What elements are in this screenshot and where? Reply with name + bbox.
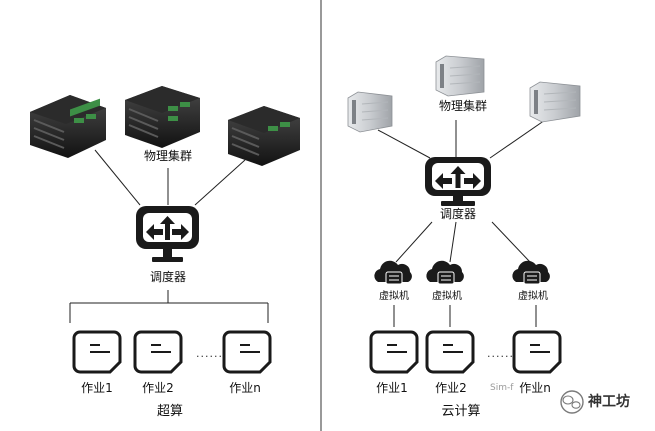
- right-rack-server-2: [435, 55, 485, 97]
- right-job-label-2: 作业2: [435, 381, 467, 395]
- left-job-label-1: 作业1: [81, 381, 113, 395]
- right-vm-links: [395, 221, 531, 263]
- vm-label-1: 虚拟机: [379, 291, 409, 302]
- right-job-icon-1: [369, 330, 419, 374]
- left-job-icon-2: [133, 330, 183, 374]
- right-job-icon-2: [425, 330, 475, 374]
- left-job-bracket: [69, 290, 269, 323]
- left-rack-server-1: [30, 95, 106, 158]
- right-rack-server-1: [347, 91, 393, 133]
- right-job-label-1: 作业1: [376, 381, 408, 395]
- left-job-icon-1: [72, 330, 122, 374]
- left-scheduler-icon: [136, 206, 199, 262]
- vm-cloud-icon-3: [512, 260, 550, 285]
- vm-label-2: 虚拟机: [432, 291, 462, 302]
- brand-name: 神工坊: [588, 394, 630, 410]
- left-caption: 超算: [156, 404, 184, 419]
- right-scheduler-icon: [425, 157, 491, 206]
- right-job-icon-n: [512, 330, 562, 374]
- left-cluster-label: 物理集群: [143, 149, 193, 163]
- left-job-label-n: 作业n: [229, 381, 261, 395]
- left-job-label-2: 作业2: [142, 381, 174, 395]
- right-cluster-links: [377, 117, 549, 159]
- left-cluster-links: [94, 149, 246, 206]
- left-job-icon-n: [222, 330, 272, 374]
- left-jobs-ellipsis: ......: [196, 347, 223, 360]
- vm-cloud-icon-2: [426, 260, 464, 285]
- left-rack-server-3: [228, 106, 300, 166]
- right-scheduler-label: 调度器: [439, 207, 477, 221]
- right-job-label-n: 作业n: [519, 381, 551, 395]
- vm-cloud-icon-1: [374, 260, 412, 285]
- right-job-links: [393, 305, 537, 327]
- wechat-icon: [560, 390, 584, 414]
- left-scheduler-label: 调度器: [149, 270, 187, 284]
- right-cluster-label: 物理集群: [438, 99, 488, 113]
- watermark-text: Sim-f: [490, 383, 514, 393]
- left-rack-server-2: [125, 86, 200, 148]
- right-caption: 云计算: [441, 404, 481, 419]
- right-rack-server-3: [529, 81, 581, 123]
- right-jobs-ellipsis: ......: [487, 347, 514, 360]
- vm-label-3: 虚拟机: [518, 291, 548, 302]
